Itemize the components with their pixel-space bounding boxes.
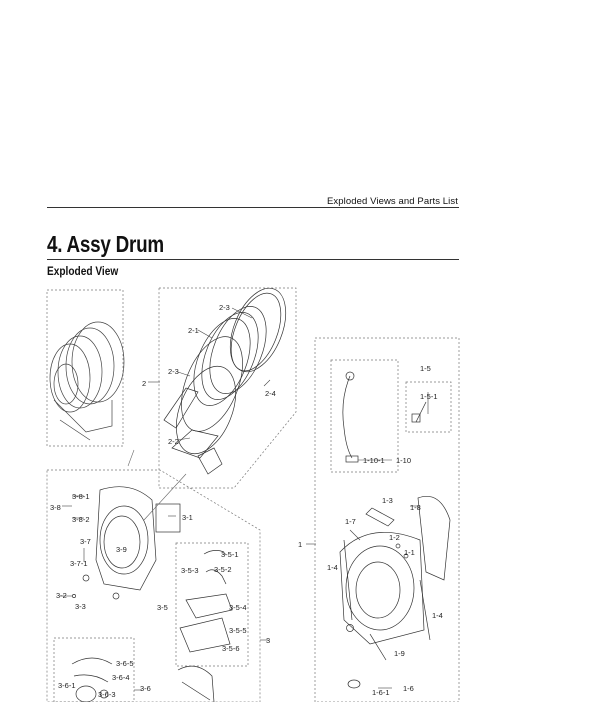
frame-overview bbox=[46, 289, 124, 447]
drum-rings-illustration bbox=[163, 287, 287, 475]
callout-1-8: 1-8 bbox=[410, 503, 421, 512]
front-panel-illustration bbox=[339, 496, 451, 689]
callout-1-4-left: 1-4 bbox=[327, 563, 338, 572]
callout-3-5-2: 3-5-2 bbox=[214, 565, 232, 574]
sensor-cable-illustration bbox=[342, 371, 359, 463]
overview-drum-illustration bbox=[49, 321, 125, 441]
group-3-6-parts bbox=[71, 657, 215, 702]
callout-1-6-1: 1-6-1 bbox=[372, 688, 390, 697]
callout-3-5: 3-5 bbox=[157, 603, 168, 612]
group-1-5-part bbox=[411, 401, 427, 423]
callout-3-8-2: 3-8-2 bbox=[72, 515, 90, 524]
callout-3-6-4: 3-6-4 bbox=[112, 673, 130, 682]
callout-labels: 2-3 2-1 2-3 2 2-4 2-2 1-5 1-5-1 1-10-1 1… bbox=[50, 303, 443, 699]
callout-3: 3 bbox=[266, 636, 270, 645]
group-3-5-parts bbox=[179, 550, 233, 653]
callout-3-8: 3-8 bbox=[50, 503, 61, 512]
callout-1-10: 1-10 bbox=[396, 456, 411, 465]
callout-1-3: 1-3 bbox=[382, 496, 393, 505]
section-title: Exploded Views and Parts List bbox=[326, 196, 458, 207]
callout-1-5-1: 1-5-1 bbox=[420, 392, 438, 401]
callout-3-9: 3-9 bbox=[116, 545, 127, 554]
frame-group-3-6 bbox=[53, 637, 135, 702]
callout-3-6-1: 3-6-1 bbox=[58, 681, 76, 690]
page-title: 4. Assy Drum bbox=[47, 231, 164, 257]
frame-group-1 bbox=[314, 337, 460, 702]
callout-1-6: 1-6 bbox=[403, 684, 414, 693]
callout-2: 2 bbox=[142, 379, 146, 388]
callout-3-5-6: 3-5-6 bbox=[222, 644, 240, 653]
callout-3-5-4: 3-5-4 bbox=[229, 603, 247, 612]
leader-lines bbox=[60, 307, 429, 691]
callout-3-7-1: 3-7-1 bbox=[70, 559, 88, 568]
callout-1-4-right: 1-4 bbox=[432, 611, 443, 620]
callout-2-4: 2-4 bbox=[265, 389, 276, 398]
callout-1-10-1: 1-10-1 bbox=[363, 456, 385, 465]
callout-2-2: 2-2 bbox=[168, 437, 179, 446]
callout-1-1: 1-1 bbox=[404, 548, 415, 557]
callout-1: 1 bbox=[298, 540, 302, 549]
callout-1-7: 1-7 bbox=[345, 517, 356, 526]
callout-3-7: 3-7 bbox=[80, 537, 91, 546]
connector-lines bbox=[127, 449, 187, 521]
callout-3-6-3: 3-6-3 bbox=[98, 690, 116, 699]
frame-group-3-5 bbox=[175, 542, 249, 667]
callout-3-8-1: 3-8-1 bbox=[72, 492, 90, 501]
header-divider bbox=[47, 207, 459, 208]
frame-group-2 bbox=[158, 287, 297, 489]
frame-group-3 bbox=[46, 469, 261, 702]
callout-1-9: 1-9 bbox=[394, 649, 405, 658]
callout-3-5-3: 3-5-3 bbox=[181, 566, 199, 575]
callout-3-5-1: 3-5-1 bbox=[221, 550, 239, 559]
callout-2-1: 2-1 bbox=[188, 326, 199, 335]
callout-1-2: 1-2 bbox=[389, 533, 400, 542]
callout-3-6-5: 3-6-5 bbox=[116, 659, 134, 668]
callout-2-3: 2-3 bbox=[168, 367, 179, 376]
frame-group-1-10 bbox=[330, 359, 399, 473]
callout-3-2: 3-2 bbox=[56, 591, 67, 600]
frame-group-1-5 bbox=[405, 381, 452, 433]
title-divider bbox=[47, 259, 459, 260]
callout-3-5-5: 3-5-5 bbox=[229, 626, 247, 635]
callout-3-6: 3-6 bbox=[140, 684, 151, 693]
section-subtitle: Exploded View bbox=[47, 266, 119, 278]
group-frames bbox=[46, 287, 460, 702]
rear-panel-illustration bbox=[72, 486, 181, 600]
callout-3-1: 3-1 bbox=[182, 513, 193, 522]
callout-3-3: 3-3 bbox=[75, 602, 86, 611]
callout-1-5: 1-5 bbox=[420, 364, 431, 373]
callout-2-3-top: 2-3 bbox=[219, 303, 230, 312]
